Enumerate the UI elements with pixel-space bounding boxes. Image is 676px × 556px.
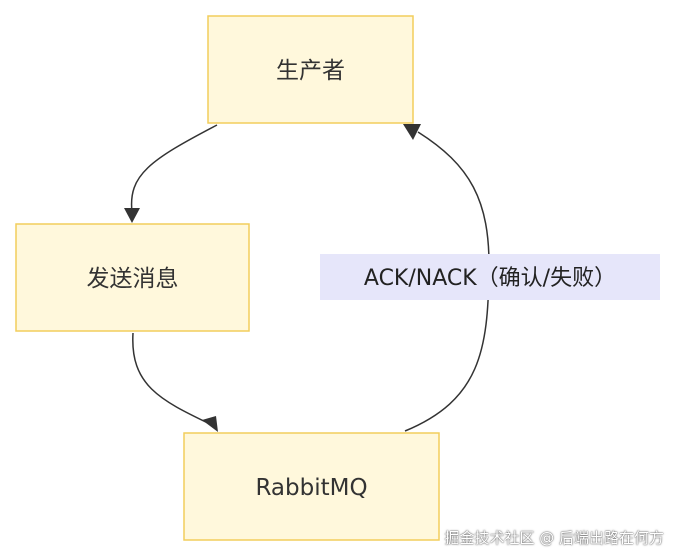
arrowhead-icon	[202, 416, 218, 432]
edge-line	[130, 124, 218, 213]
edge-producer-to-send	[124, 124, 218, 223]
node-producer-box	[207, 15, 414, 124]
edge-label-ack: ACK/NACK（确认/失败）	[320, 254, 660, 300]
edge-line	[132, 332, 211, 425]
edge-label-background	[320, 254, 660, 300]
node-send-label: 发送消息	[87, 266, 179, 292]
edge-send-to-broker	[132, 332, 218, 432]
node-producer-label: 生产者	[276, 58, 345, 84]
arrowhead-icon	[124, 208, 140, 223]
node-broker-box	[183, 432, 440, 541]
watermark-text: 掘金技术社区 @ 后端出路在何方	[444, 529, 664, 547]
node-broker: RabbitMQ	[183, 432, 440, 541]
node-broker-label: RabbitMQ	[255, 475, 367, 501]
edge-label-text: ACK/NACK（确认/失败）	[364, 266, 616, 291]
node-send-box	[15, 223, 250, 332]
node-send: 发送消息	[15, 223, 250, 332]
node-producer: 生产者	[207, 15, 414, 124]
arrowhead-icon	[403, 124, 421, 140]
